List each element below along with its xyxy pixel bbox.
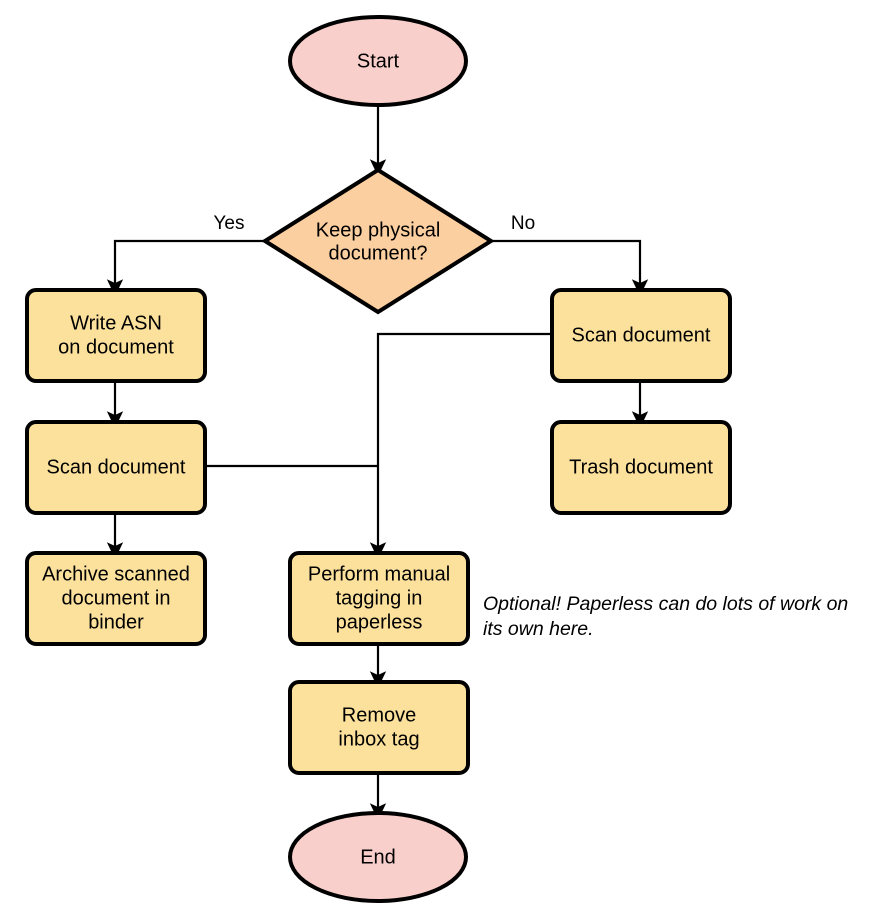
trash-box-shape <box>550 420 732 515</box>
decision-diamond-shape <box>261 167 495 315</box>
node-perform-manual-tagging[interactable]: Perform manual tagging in paperless <box>288 551 470 646</box>
tagging-label-line1: Perform manual <box>308 563 450 585</box>
end-label: End <box>360 846 396 868</box>
node-trash-document[interactable]: Trash document <box>550 420 732 515</box>
node-archive-scanned-document[interactable]: Archive scanned document in binder <box>25 551 207 646</box>
edges-layer <box>106 104 649 821</box>
node-write-asn-on-document[interactable]: Write ASN on document <box>25 288 207 383</box>
start-label: Start <box>357 50 400 72</box>
scan-left-label: Scan document <box>47 456 186 478</box>
edge-decision-yes-to-write-asn <box>106 239 265 297</box>
tagging-label-line2: tagging in <box>336 587 423 609</box>
scan-right-box-shape <box>550 288 732 383</box>
decision-label-line2: document? <box>329 242 428 264</box>
tagging-label-line3: paperless <box>336 611 423 633</box>
decision-label-line1: Keep physical <box>316 219 441 241</box>
edge-labels-layer: Yes No <box>214 213 536 234</box>
edge-decision-no-to-scan-right <box>491 239 649 297</box>
remove-inbox-label-line1: Remove <box>342 704 416 726</box>
node-decision-keep-physical-document[interactable]: Keep physical document? <box>261 167 495 315</box>
scan-left-box-shape <box>25 420 207 515</box>
node-scan-document-right[interactable]: Scan document <box>550 288 732 383</box>
archive-label-line2: document in <box>62 587 171 609</box>
write-asn-label-line1: Write ASN <box>70 312 162 334</box>
archive-box-shape <box>25 551 207 646</box>
node-scan-document-left[interactable]: Scan document <box>25 420 207 515</box>
archive-label-line3: binder <box>88 611 144 633</box>
end-ellipse-shape <box>288 811 468 903</box>
write-asn-box-shape <box>25 288 207 383</box>
remove-inbox-label-line2: inbox tag <box>338 728 419 750</box>
tagging-box-shape <box>288 551 470 646</box>
scan-right-label: Scan document <box>572 324 711 346</box>
edge-scan-right-to-tagging <box>369 332 552 560</box>
trash-label: Trash document <box>569 456 713 478</box>
node-end[interactable]: End <box>288 811 468 903</box>
node-start[interactable]: Start <box>288 15 468 107</box>
start-ellipse-shape <box>288 15 468 107</box>
edge-label-yes: Yes <box>214 213 245 234</box>
archive-label-line1: Archive scanned <box>42 563 190 585</box>
annotation-line1: Optional! Paperless can do lots of work … <box>483 593 848 615</box>
edge-label-no: No <box>511 213 535 234</box>
annotation-line2: its own here. <box>483 618 594 640</box>
remove-inbox-box-shape <box>288 680 470 775</box>
annotation-optional-note: Optional! Paperless can do lots of work … <box>483 593 848 640</box>
node-remove-inbox-tag[interactable]: Remove inbox tag <box>288 680 470 775</box>
write-asn-label-line2: on document <box>58 336 174 358</box>
